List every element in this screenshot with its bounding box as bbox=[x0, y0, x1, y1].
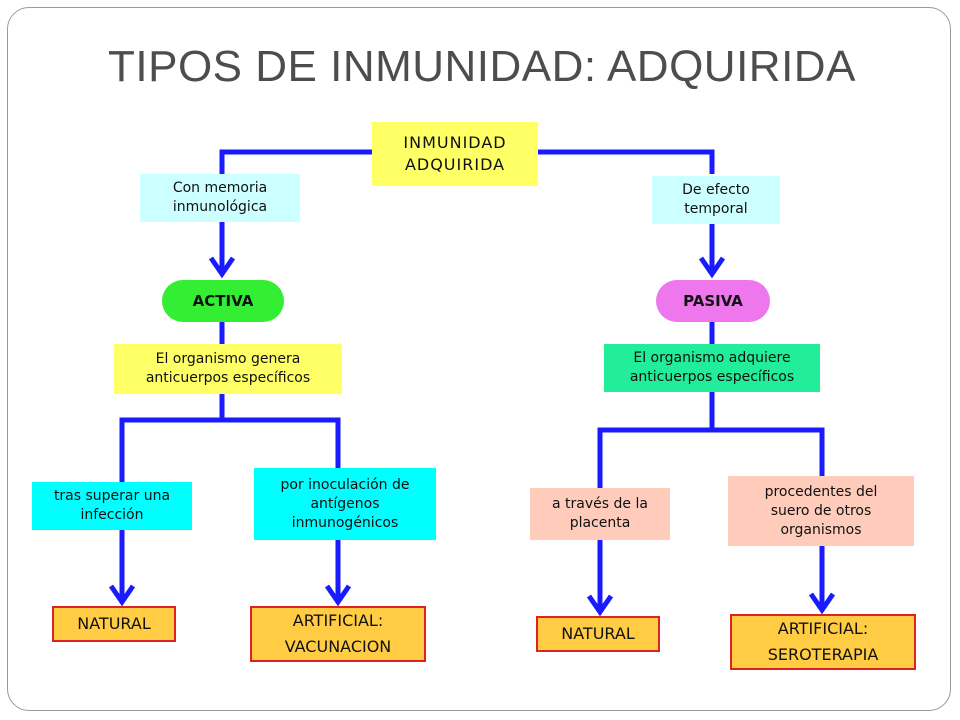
pasiva-node: PASIVA bbox=[656, 280, 770, 322]
passive-artificial-result-node: ARTIFICIAL: SEROTERAPIA bbox=[730, 614, 916, 670]
active-description-node: El organismo genera anticuerpos específi… bbox=[114, 344, 342, 394]
active-property-node: Con memoria inmunológica bbox=[140, 174, 300, 222]
left-artificial-arrowhead bbox=[324, 584, 352, 607]
left-natural-arrowhead bbox=[108, 584, 136, 607]
passive-natural-result-node: NATURAL bbox=[536, 616, 660, 652]
passive-property-node: De efecto temporal bbox=[652, 176, 780, 224]
passive-description-node: El organismo adquiere anticuerpos especí… bbox=[604, 344, 820, 392]
root-to-left-line bbox=[219, 149, 372, 174]
passive-natural-mechanism-node: a través de la placenta bbox=[530, 488, 670, 540]
root-node: INMUNIDAD ADQUIRIDA bbox=[372, 122, 538, 186]
active-artificial-result-node: ARTIFICIAL: VACUNACION bbox=[250, 606, 426, 662]
active-natural-result-node: NATURAL bbox=[52, 606, 176, 642]
right-property-arrowhead bbox=[698, 256, 726, 279]
slide-title: TIPOS DE INMUNIDAD: ADQUIRIDA bbox=[108, 42, 856, 91]
root-to-right-line bbox=[538, 149, 715, 174]
right-branch-line bbox=[597, 427, 825, 488]
activa-node: ACTIVA bbox=[162, 280, 284, 322]
left-branch-line bbox=[119, 417, 341, 482]
active-natural-mechanism-node: tras superar una infección bbox=[32, 482, 192, 530]
right-natural-arrowhead bbox=[586, 594, 614, 617]
left-property-arrowhead bbox=[208, 256, 236, 279]
active-artificial-mechanism-node: por inoculación de antígenos inmunogénic… bbox=[254, 468, 436, 540]
passive-artificial-mechanism-node: procedentes del suero de otros organismo… bbox=[728, 476, 914, 546]
right-artificial-arrowhead bbox=[808, 592, 836, 615]
